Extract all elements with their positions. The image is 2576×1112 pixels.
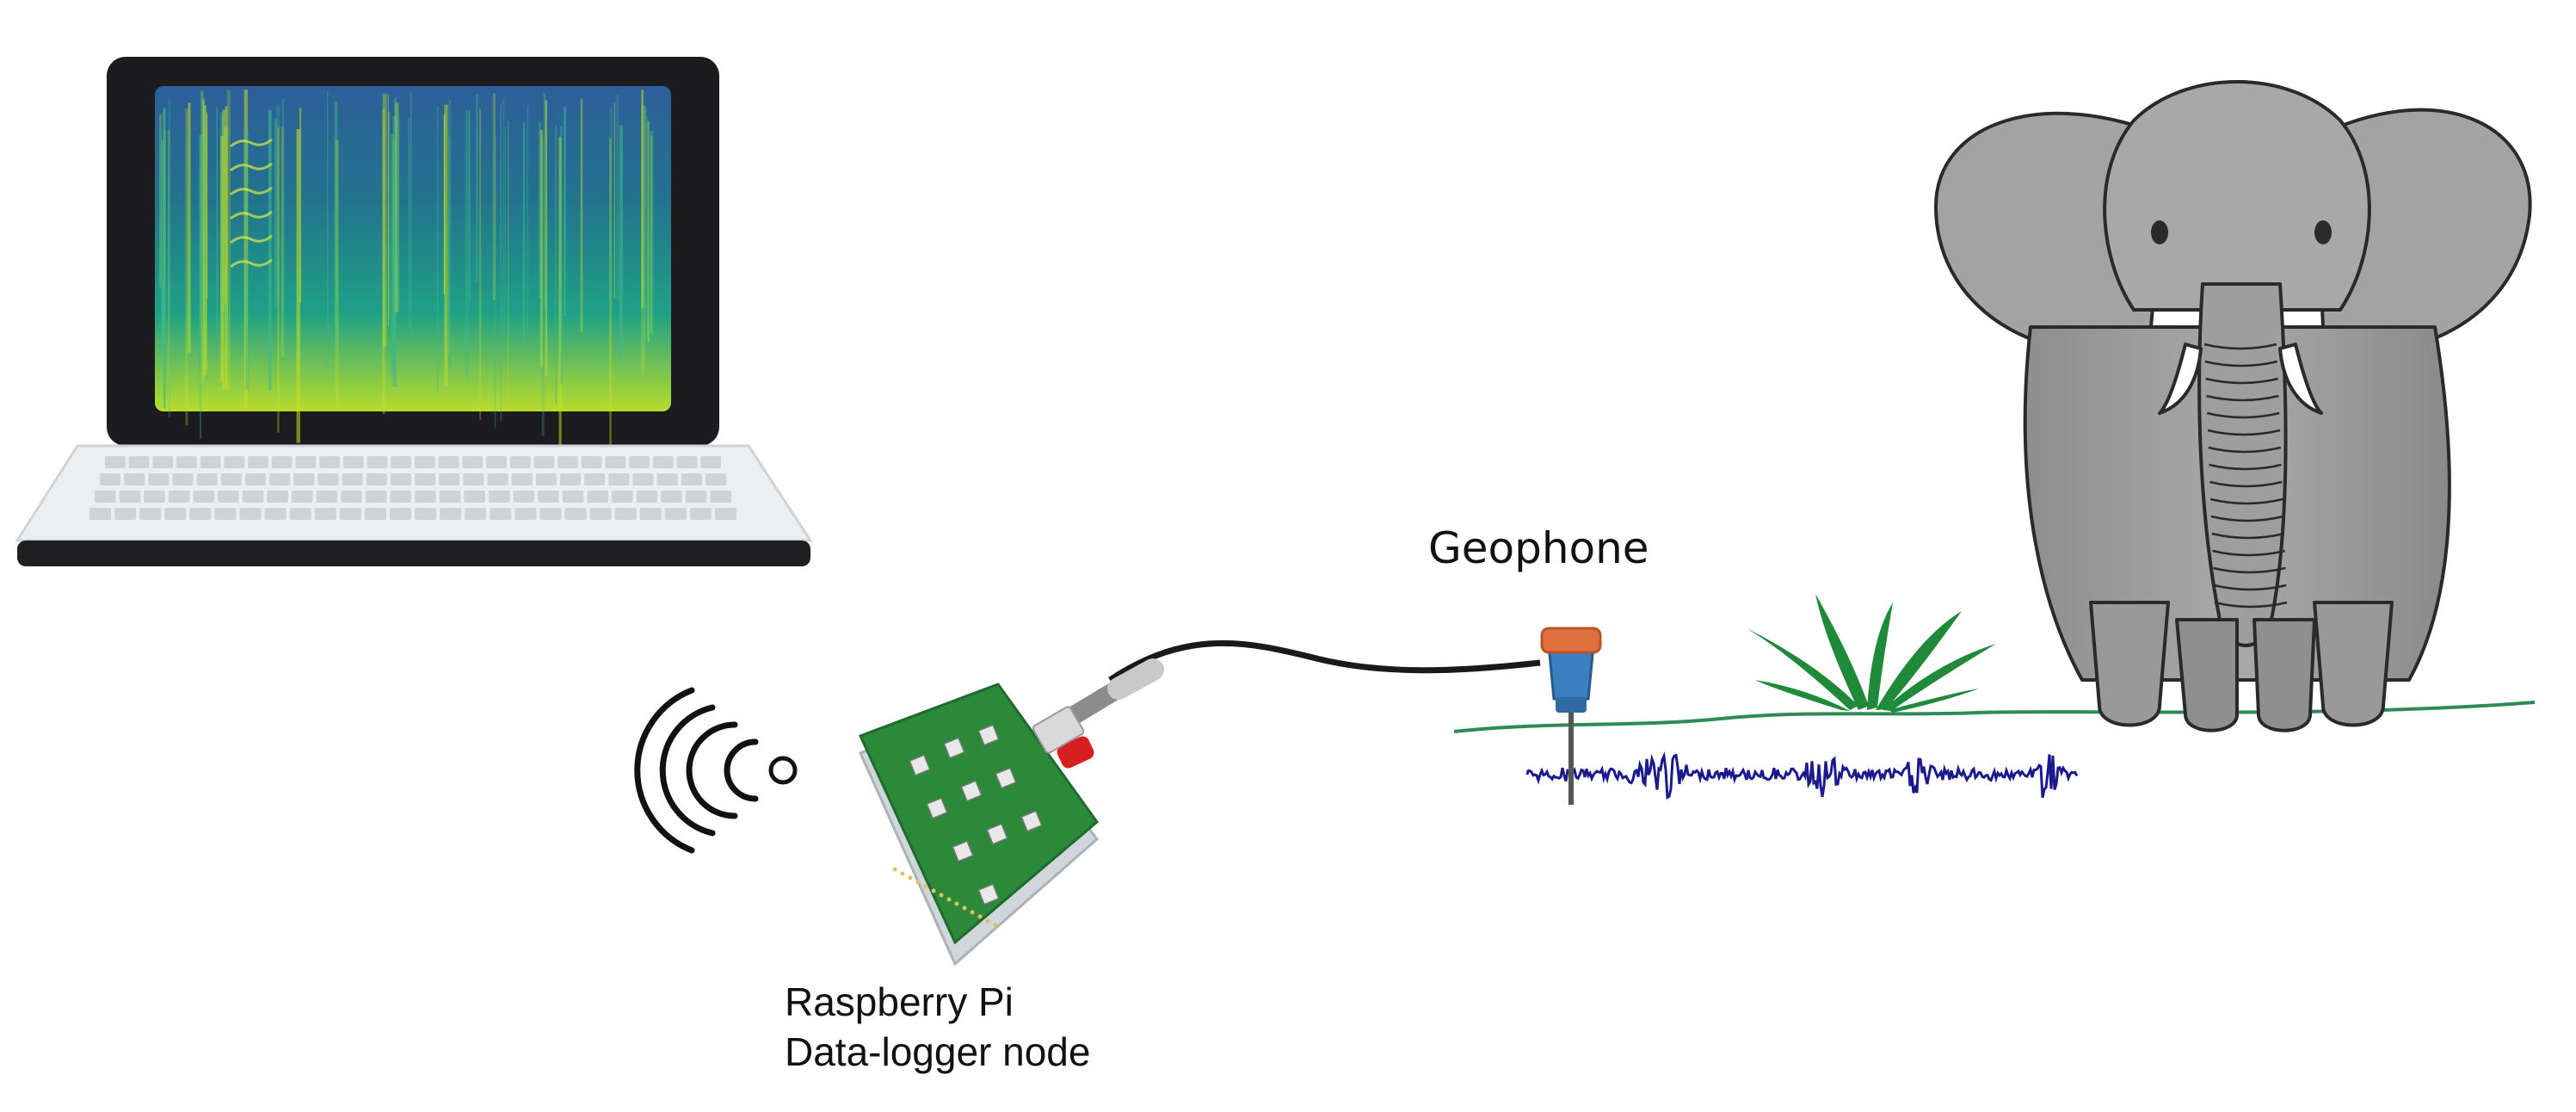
sensor-cable <box>1049 639 1541 734</box>
laptop-keyboard <box>89 456 736 520</box>
raspberry-pi-label-line1: Raspberry Pi <box>785 979 1014 1024</box>
wifi-signal-icon <box>634 687 798 854</box>
laptop-front-edge <box>17 541 810 566</box>
pcb-components <box>892 724 1043 928</box>
geophone-label: Geophone <box>1428 523 1649 573</box>
raspberry-pi-label: Raspberry Pi Data-logger node <box>785 978 1090 1077</box>
raspberry-pi-board-icon <box>858 683 1100 967</box>
elephant-icon <box>1934 80 2532 732</box>
raspberry-pi-label-line2: Data-logger node <box>785 1029 1091 1074</box>
grass-tuft <box>1747 594 1996 713</box>
spectrogram <box>155 86 671 411</box>
pcb <box>858 683 1100 945</box>
laptop-icon <box>15 57 813 566</box>
spectrogram-texture <box>159 90 654 454</box>
geophone-icon <box>1540 627 1602 805</box>
seismic-waveform <box>1525 751 2079 800</box>
trunk-wrinkles <box>2203 343 2288 609</box>
